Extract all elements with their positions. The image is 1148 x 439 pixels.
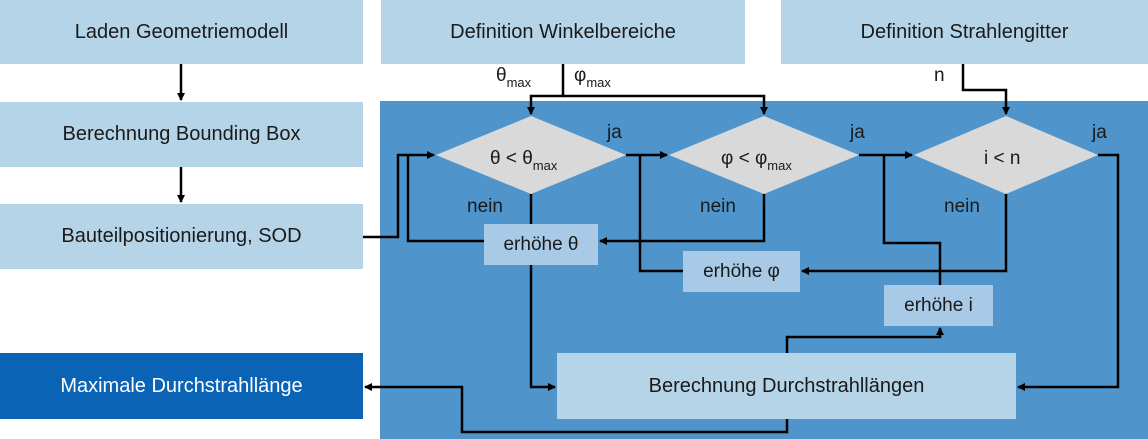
arrow-phi-no [599,194,766,245]
max-length-label: Maximale Durchstrahllänge [60,374,303,397]
arrow-theta-loop-back [406,155,484,243]
i-no-label: nein [944,196,980,217]
ray-grid-box: Definition Strahlengitter [781,0,1148,64]
positioning-label: Bauteilpositionierung, SOD [61,225,302,247]
arrow-positioning-to-theta [363,151,435,239]
phi-no-label: nein [700,196,736,217]
decision-theta-label: θ < θmax [490,148,558,173]
arrow-thetamax-input [527,64,565,115]
load-geometry-model-label: Laden Geometriemodell [74,20,289,43]
decision-theta-diamond [436,116,626,194]
angle-ranges-box: Definition Winkelbereiche [381,0,745,64]
arrow-calc-to-increment-i [785,327,944,353]
load-geometry-model-box: Laden Geometriemodell [0,0,363,64]
arrow-phimax-input [563,94,768,115]
bounding-box-label: Berechnung Bounding Box [62,123,301,145]
theta-yes-label: ja [606,122,622,143]
arrow-calc-to-max-length [364,383,789,434]
decision-i-label: i < n [984,148,1020,169]
decision-i-diamond [914,116,1098,194]
increment-phi-box: erhöhe φ [683,251,800,292]
increment-phi-label: erhöhe φ [703,260,780,282]
arrow-n-input [961,64,1010,115]
thetamax-input-label: θmax [496,65,532,90]
calc-lengths-label: Berechnung Durchstrahllängen [648,374,925,397]
angle-ranges-label: Definition Winkelbereiche [450,20,676,43]
decision-phi-diamond [669,116,859,194]
bounding-box-box: Berechnung Bounding Box [0,102,363,167]
increment-i-label: erhöhe i [904,294,973,316]
phi-yes-label: ja [849,122,865,143]
increment-theta-box: erhöhe θ [484,224,598,265]
arrow-i-yes [1017,153,1120,391]
arrow-phi-loop-back [638,155,683,273]
i-yes-label: ja [1091,122,1107,143]
decision-phi-label: φ < φmax [721,148,792,173]
increment-i-box: erhöhe i [884,285,993,326]
ray-grid-label: Definition Strahlengitter [860,20,1069,43]
calc-lengths-box: Berechnung Durchstrahllängen [557,353,1016,419]
max-length-box: Maximale Durchstrahllänge [0,353,363,419]
arrow-theta-no [529,194,555,387]
phimax-input-label: φmax [574,65,611,90]
arrow-i-no [801,194,1008,275]
arrow-i-loop-back [882,155,942,285]
positioning-box: Bauteilpositionierung, SOD [0,204,363,269]
theta-no-label: nein [467,196,503,217]
increment-theta-label: erhöhe θ [503,233,579,255]
n-input-label: n [934,65,945,86]
